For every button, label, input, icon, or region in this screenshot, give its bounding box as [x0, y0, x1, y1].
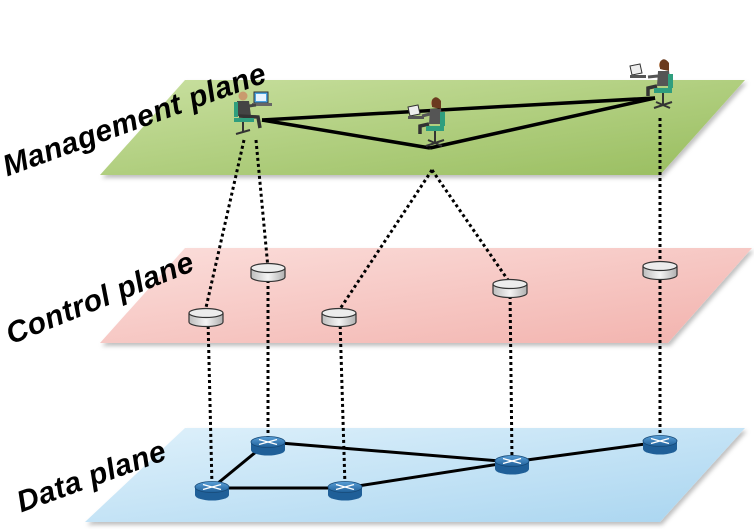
person-at-computer-icon [629, 59, 673, 109]
controller-cylinder-icon [250, 262, 286, 283]
controller-cylinder-icon [321, 307, 357, 328]
dotted-link [508, 289, 514, 461]
solid-link [344, 460, 513, 490]
solid-link [261, 118, 431, 150]
person-at-computer-icon [234, 91, 272, 135]
control-data-links [206, 274, 662, 487]
dotted-link [338, 319, 347, 487]
solid-link [511, 440, 661, 464]
router-icon [250, 436, 286, 456]
solid-link [267, 440, 513, 464]
solid-link [429, 96, 656, 150]
solid-link [261, 96, 656, 122]
controllers [188, 260, 678, 328]
router-icon [494, 455, 530, 475]
management-control-links [203, 118, 662, 313]
operator-right [629, 59, 673, 109]
operator-middle [407, 97, 445, 147]
controller-cylinder-icon [188, 307, 224, 328]
dotted-link [203, 139, 246, 313]
routers [194, 435, 678, 501]
dotted-link [430, 169, 512, 284]
person-at-computer-icon [407, 97, 445, 147]
dotted-link [336, 169, 434, 313]
controller-cylinder-icon [642, 260, 678, 281]
management-links [261, 96, 656, 150]
router-icon [327, 481, 363, 501]
router-icon [642, 435, 678, 455]
router-icon [194, 481, 230, 501]
operator-left [234, 91, 272, 135]
controller-cylinder-icon [492, 278, 528, 299]
dotted-link [206, 319, 214, 487]
